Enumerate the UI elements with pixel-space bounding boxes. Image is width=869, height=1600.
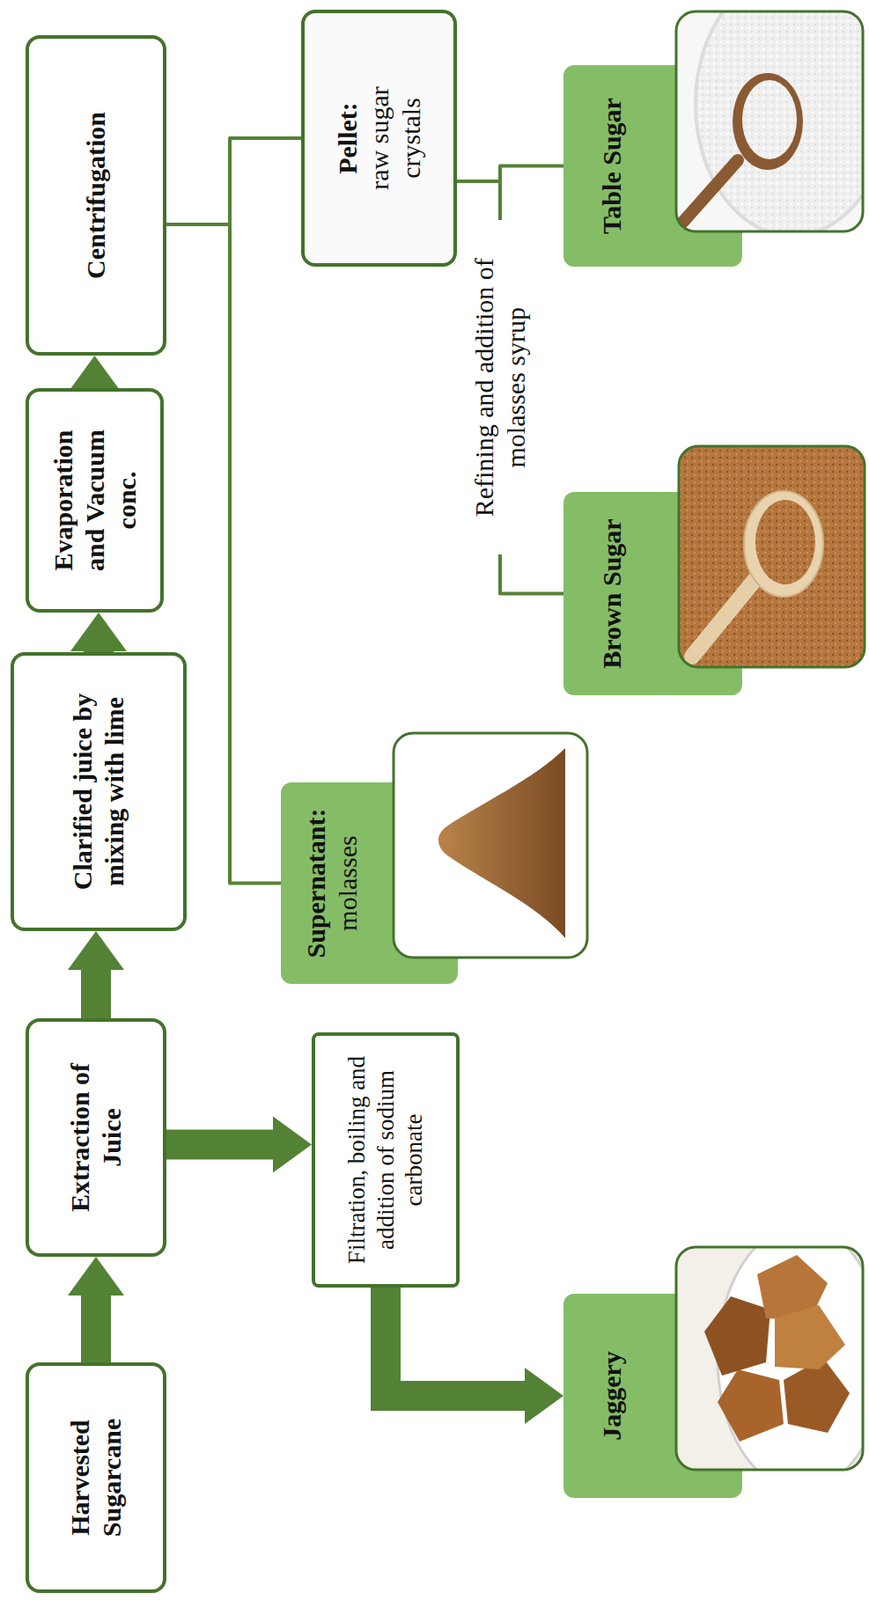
molasses-photo [393,733,588,958]
flow-arrow [385,1288,564,1425]
edge-label: Refining and addition of molasses syrup [466,220,534,555]
table-sugar-photo [676,11,863,232]
node-title: Supernatant: [300,808,332,958]
photo-frame [678,446,865,668]
photo-frame [676,1247,863,1471]
node-title: Table Sugar [596,97,628,235]
flow-arrow [67,931,125,1019]
product-label: Brown Sugar [563,492,661,696]
sugar-heap [755,500,816,585]
photo-frame [393,733,588,958]
process-box: Evaporation and Vacuum conc. [25,388,164,613]
result-box: Pellet:raw sugar crystals [301,9,457,267]
arrow-head [524,1368,564,1425]
node-title: Filtration, boiling and addition of sodi… [342,1050,428,1271]
arrow-shaft [385,1288,526,1397]
photo-ground [393,733,588,958]
spoon-bowl [743,491,824,597]
flow-arrow [166,1117,312,1174]
powder-heap [438,748,566,939]
arrow-head [67,1257,125,1297]
photo-ground [678,446,865,668]
bracket-connector [166,138,302,225]
node-title: Brown Sugar [596,518,628,669]
spoon-bowl [732,73,803,170]
brown-sugar-photo [678,446,865,668]
arrow-shaft [81,969,111,1019]
process-box: Centrifugation [25,35,167,356]
spoon-handle [683,160,738,222]
jaggery-photo [676,1247,863,1471]
flow-arrow [67,1257,125,1363]
product-label: Supernatant:molasses [280,782,383,985]
bracket-line [456,181,564,595]
product-label: Jaggery [563,1294,661,1499]
arrow-head [272,1117,312,1174]
node-title: Pellet: [331,102,364,175]
bracket-line [166,138,302,225]
node-title: Centrifugation [80,111,112,280]
spoon-handle [692,579,756,657]
arrow-shaft [166,1130,274,1161]
sugar-bowl [695,11,863,232]
node-body: raw sugar crystals [363,54,428,222]
node-title: Evaporation and Vacuum conc. [47,405,143,596]
process-box: Harvested Sugarcane [25,1362,167,1594]
bracket-connector [456,181,564,595]
node-title: Jaggery [596,1351,628,1442]
process-box: Extraction of Juice [25,1018,167,1258]
node-title: Extraction of Juice [64,1036,128,1240]
arrow-shaft [81,1295,111,1363]
jaggery-chunk [717,1369,784,1443]
product-label: Table Sugar [563,65,661,267]
node-title: Clarified juice by mixing with lime [66,670,131,914]
sugar-heap [742,80,797,160]
process-box: Clarified juice by mixing with lime [10,652,187,932]
arrow-head [67,931,125,971]
bracket-line [456,166,564,183]
jaggery-chunk [704,1296,771,1377]
flow-arrow [70,612,127,653]
arrow-head [70,612,127,652]
node-body: molasses [331,835,364,931]
process-box: Filtration, boiling and addition of sodi… [311,1032,460,1289]
jaggery-chunk [774,1305,846,1370]
node-title: Harvested Sugarcane [64,1380,128,1576]
photo-frame [676,11,863,232]
bracket-connector [456,166,564,183]
